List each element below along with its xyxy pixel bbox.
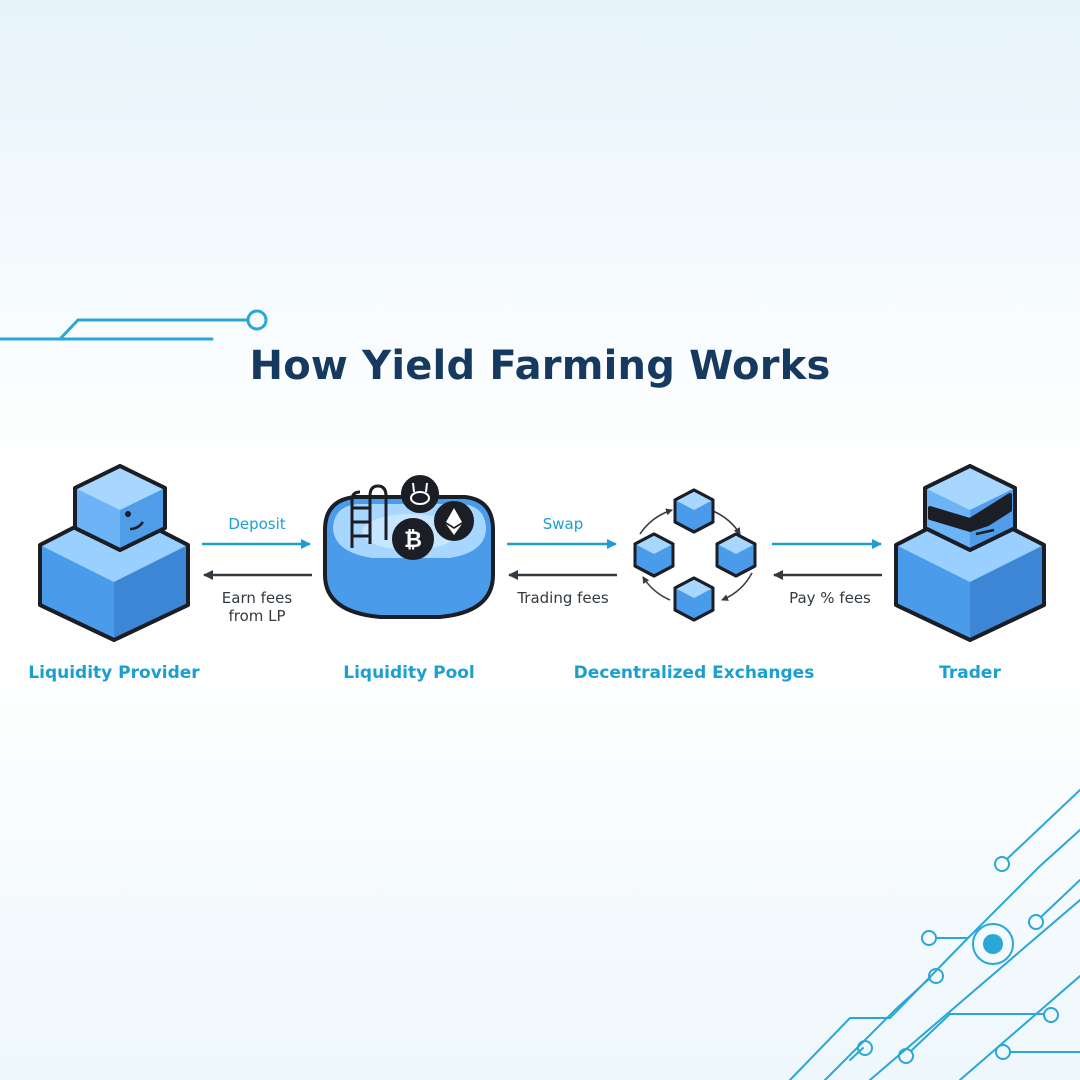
decentralized-exchanges-label: Decentralized Exchanges (573, 663, 815, 683)
flow-arrows (202, 539, 882, 580)
deposit-label: Deposit (228, 515, 286, 533)
pancake-coin-icon (401, 475, 439, 513)
trading-fees-label: Trading fees (517, 589, 609, 607)
cube-network-icon (633, 488, 757, 622)
pay-fees-label: Pay % fees (789, 589, 871, 607)
earn-fees-label: Earn fees from LP (221, 589, 293, 625)
pool-with-coins-icon: ₿ (323, 475, 495, 619)
page-title: How Yield Farming Works (249, 343, 831, 389)
pool-ladder-icon (350, 484, 388, 548)
bitcoin-coin-icon: ₿ (392, 518, 434, 560)
ethereum-coin-icon (434, 501, 474, 541)
smiling-cube-icon (38, 464, 190, 642)
liquidity-pool-label: Liquidity Pool (343, 663, 475, 683)
swap-label: Swap (542, 515, 584, 533)
liquidity-provider-label: Liquidity Provider (28, 663, 200, 683)
svg-text:₿: ₿ (404, 528, 422, 553)
cube-with-sunglasses-icon (894, 464, 1046, 642)
trader-label: Trader (939, 663, 1001, 683)
